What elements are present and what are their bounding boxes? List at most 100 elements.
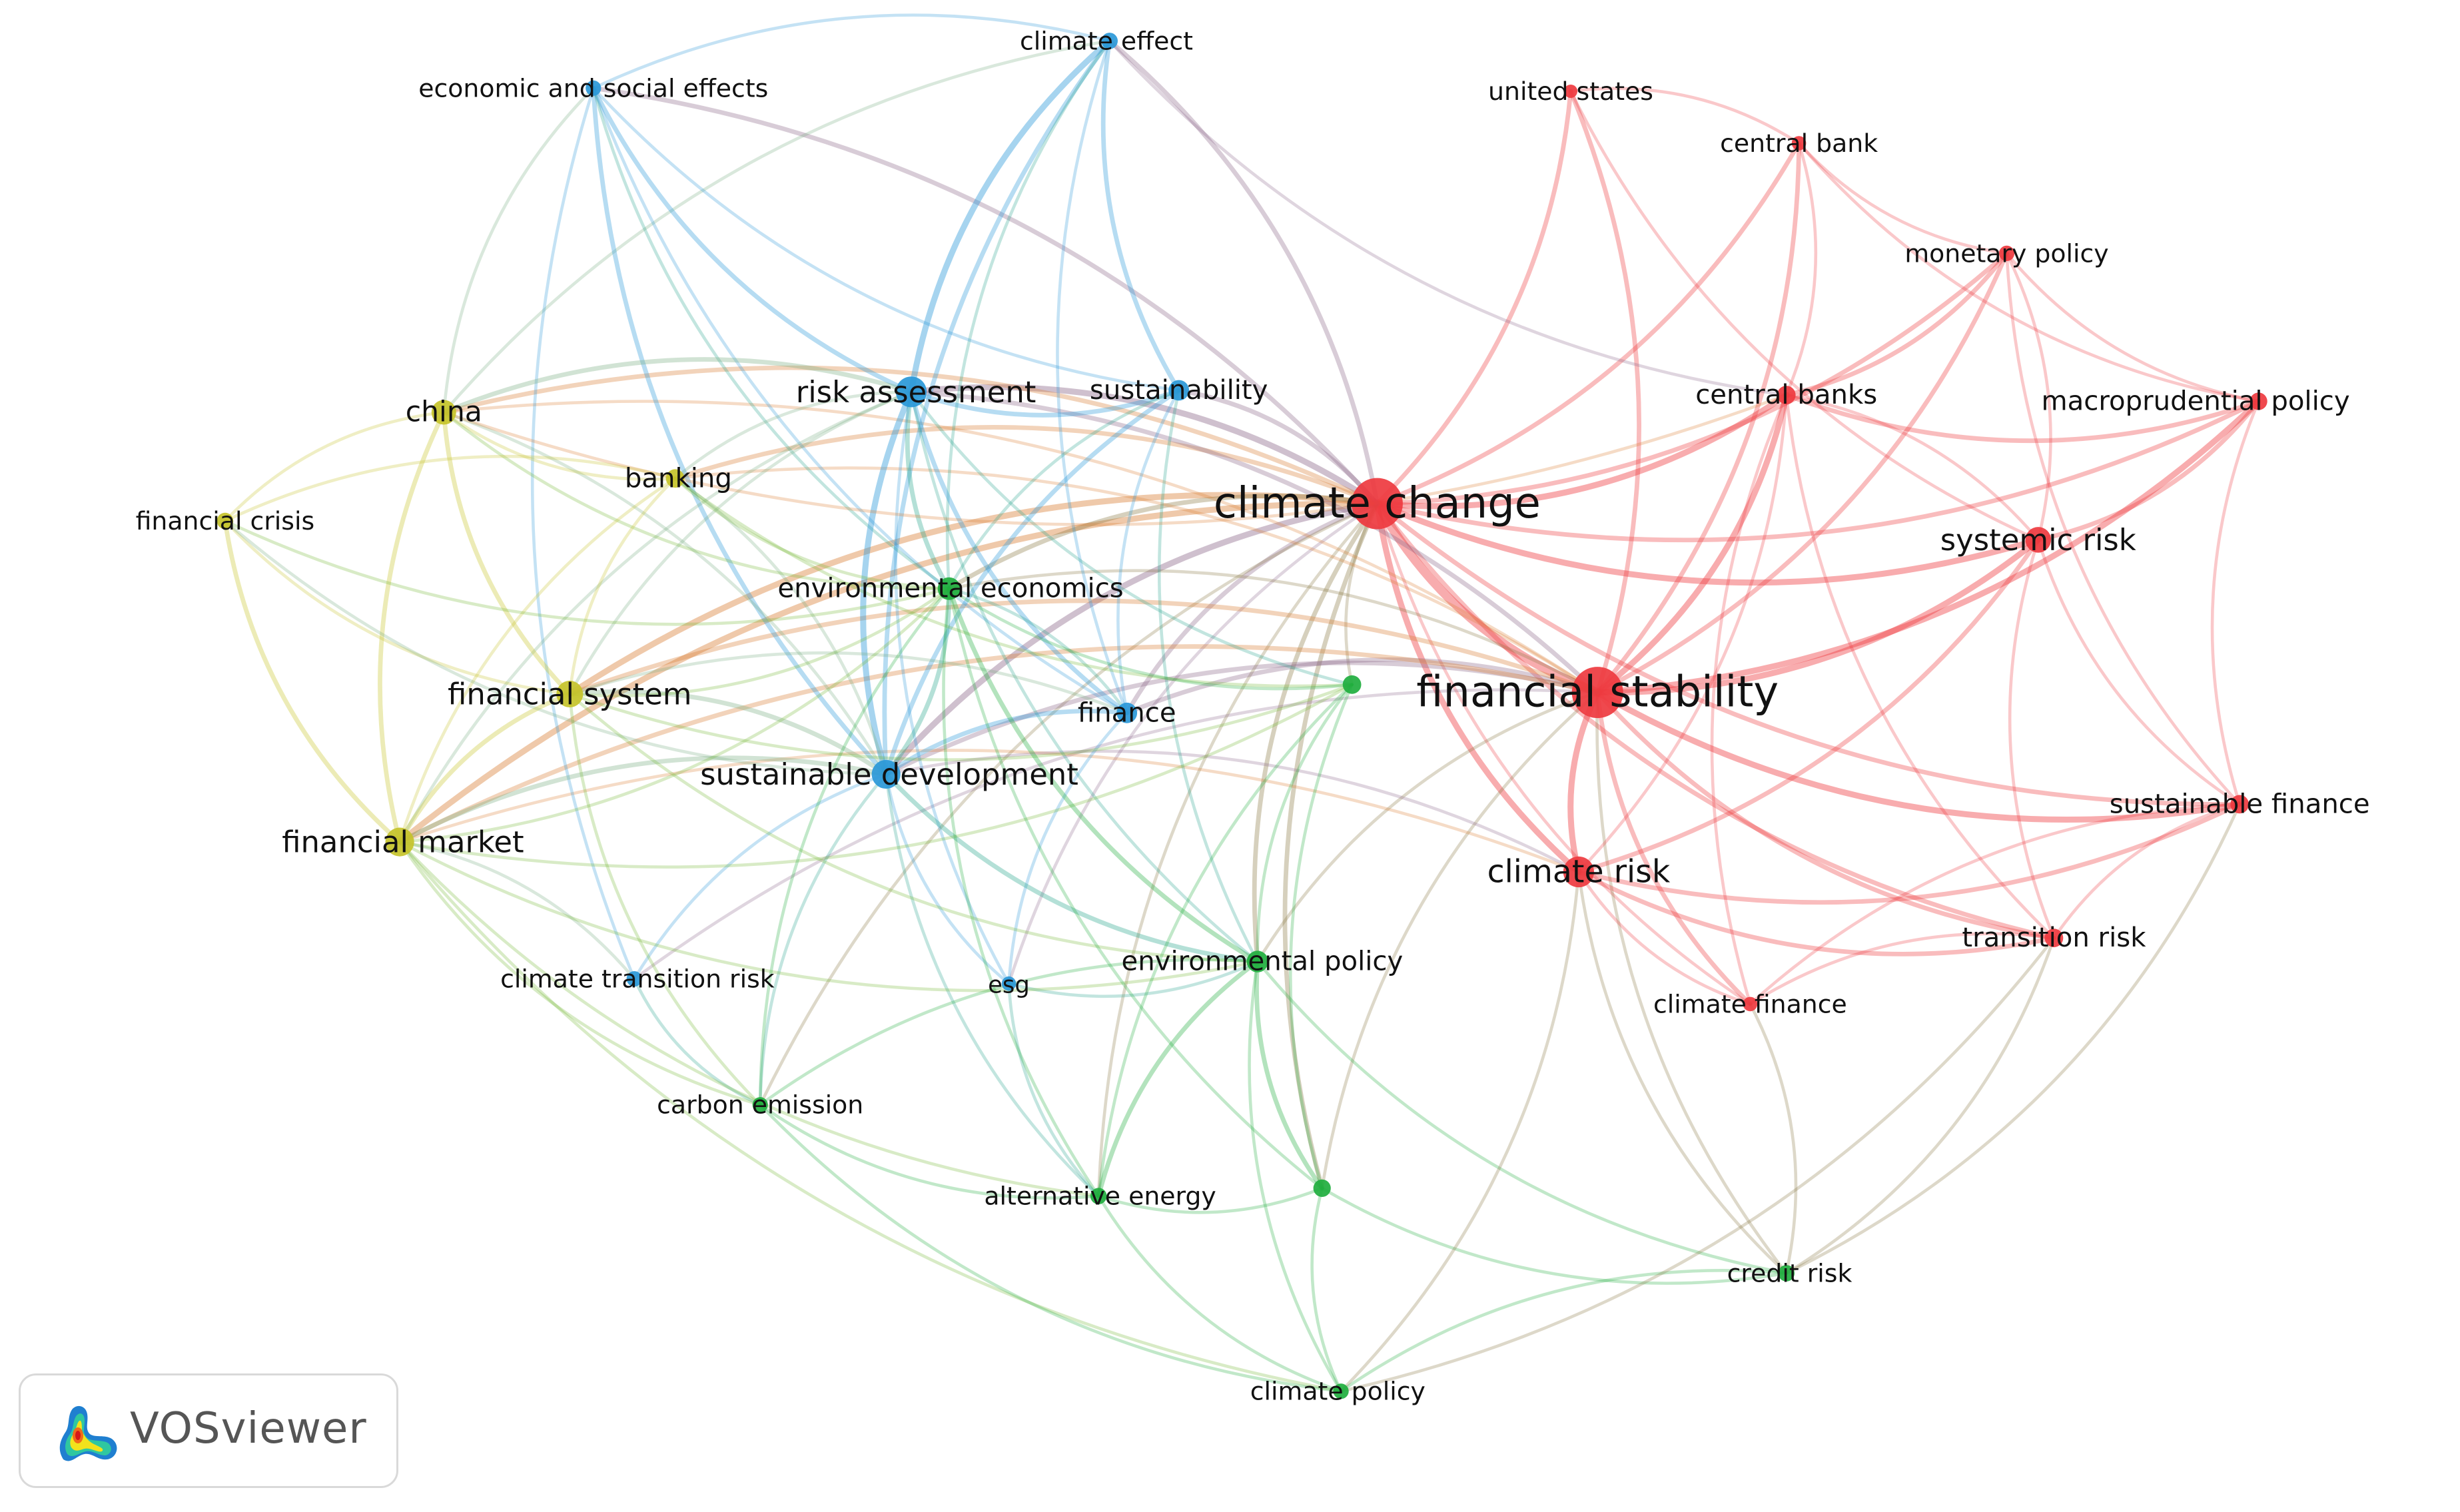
node-label-financial-market: financial market [282,825,524,860]
edge-climate-change-banking [673,425,1380,506]
edge-climate-effect-environmental-economics [945,39,1111,590]
node-financial-stability[interactable] [1571,667,1623,719]
node-environmental-policy[interactable] [1246,950,1269,972]
edge-sustainable-development-financial-market [397,755,889,845]
node-united-states[interactable] [1564,85,1577,98]
edge-economic-and-social-effects-risk-assessment [591,85,914,394]
edge-financial-stability-china [442,400,1599,694]
node-esg[interactable] [1001,976,1017,991]
node-climate-change[interactable] [1351,478,1403,530]
node-sustainability[interactable] [1168,380,1190,401]
edge-financial-market-climate-policy [398,840,1343,1393]
edge-climate-change-sustainable-finance [1375,501,2242,807]
edge-climate-change-financial-market [396,500,1380,845]
edge-financial-stability-united-states [1568,89,1641,695]
edge-financial-stability-climate-risk [1567,689,1601,875]
edge-united-states-systemic-risk [1569,89,2040,542]
node-label-carbon-emission: carbon emission [657,1090,863,1120]
edge-climate-change-sustainability [1176,388,1380,506]
edge-green-unlabeled-1-environmental-policy [1256,683,1354,963]
edge-climate-effect-finance [1056,39,1128,715]
edge-financial-stability-macroprudential-policy [1594,398,2262,696]
edge-systemic-risk-central-banks [1785,393,2040,542]
edge-climate-risk-credit-risk [1577,870,1788,1275]
node-label-credit-risk: credit risk [1727,1259,1852,1288]
edge-sustainability-finance [1116,388,1180,715]
edge-climate-change-systemic-risk [1374,500,2042,586]
edge-environmental-economics-green-unlabeled-2 [947,587,1324,1190]
node-label-economic-and-social-effects: economic and social effects [418,73,768,103]
nodes-layer [216,33,2267,1399]
node-climate-effect[interactable] [1101,33,1118,49]
edge-climate-change-climate-finance [1376,502,1752,1006]
node-climate-finance[interactable] [1743,996,1758,1012]
node-financial-crisis[interactable] [216,512,234,530]
edge-risk-assessment-finance [909,389,1130,715]
node-green-unlabeled-2[interactable] [1313,1179,1331,1197]
node-label-banking: banking [625,463,732,494]
edge-risk-assessment-financial-market [398,390,913,844]
node-carbon-emission[interactable] [752,1097,768,1113]
node-systemic-risk[interactable] [2025,527,2052,553]
node-climate-risk[interactable] [1563,856,1594,888]
edge-green-unlabeled-1-green-unlabeled-2 [1288,683,1354,1190]
node-financial-system[interactable] [556,681,584,707]
edge-finance-esg [1007,711,1128,985]
node-environmental-economics[interactable] [937,577,961,600]
edge-climate-policy-transition-risk [1339,936,2056,1393]
node-sustainable-development[interactable] [871,759,901,789]
node-finance[interactable] [1116,702,1138,723]
edge-financial-system-carbon-emission [568,692,762,1106]
node-monetary-policy[interactable] [1998,245,2015,261]
edge-climate-change-central-banks [1374,392,1790,510]
node-central-bank[interactable] [1791,136,1807,151]
edge-green-unlabeled-2-credit-risk [1320,1186,1788,1285]
edge-climate-change-financial-system [566,492,1380,697]
edge-climate-change-climate-effect [1107,39,1380,506]
edge-environmental-policy-climate-policy [1248,960,1343,1393]
edge-climate-effect-sustainable-development [882,39,1112,777]
node-label-environmental-policy: environmental policy [1121,946,1403,977]
node-credit-risk[interactable] [1778,1265,1795,1282]
edge-systemic-risk-monetary-policy [2005,252,2052,542]
node-green-unlabeled-1[interactable] [1342,675,1362,694]
edge-economic-and-social-effects-environmental-economics [592,87,951,590]
edge-climate-change-sustainable-development [883,500,1380,777]
edge-risk-assessment-esg [894,390,1011,985]
edge-systemic-risk-macroprudential-policy [2036,399,2261,542]
edge-economic-and-social-effects-climate-transition-risk [530,87,636,980]
node-risk-assessment[interactable] [895,376,927,408]
node-financial-market[interactable] [385,827,414,857]
edge-central-banks-transition-risk [1785,393,2056,940]
edge-financial-stability-risk-assessment [909,389,1600,695]
edge-financial-stability-sustainable-finance [1594,689,2243,823]
edge-climate-change-china [441,365,1380,506]
node-transition-risk[interactable] [2044,929,2064,948]
edge-banking-financial-crisis [223,454,677,523]
node-climate-policy[interactable] [1333,1383,1349,1399]
node-banking[interactable] [665,469,685,488]
edge-monetary-policy-sustainable-finance [2005,252,2242,806]
edges-layer [222,13,2262,1393]
edge-climate-transition-risk-financial-market [398,840,636,980]
node-climate-transition-risk[interactable] [626,971,642,987]
node-label-climate-policy: climate policy [1250,1377,1426,1406]
edge-financial-system-environmental-policy [568,692,1260,963]
edge-financial-market-environmental-economics [398,587,951,844]
node-macroprudential-policy[interactable] [2250,392,2267,410]
edge-financial-stability-sustainable-development [883,660,1600,777]
edge-sustainability-sustainable-development [883,388,1182,777]
edge-green-unlabeled-1-alternative-energy [1096,683,1354,1198]
edge-china-banking [442,410,677,481]
edge-financial-stability-systemic-risk [1594,536,2042,696]
edge-central-banks-central-bank [1785,141,1818,397]
edge-sustainable-development-environmental-policy [883,772,1260,964]
node-central-banks[interactable] [1777,386,1796,404]
edge-climate-policy-climate-risk [1339,870,1581,1393]
edge-sustainable-development-climate-transition-risk [632,773,888,980]
node-alternative-energy[interactable] [1090,1188,1107,1204]
node-china[interactable] [431,400,456,425]
node-economic-and-social-effects[interactable] [586,80,602,96]
node-sustainable-finance[interactable] [2230,795,2250,814]
